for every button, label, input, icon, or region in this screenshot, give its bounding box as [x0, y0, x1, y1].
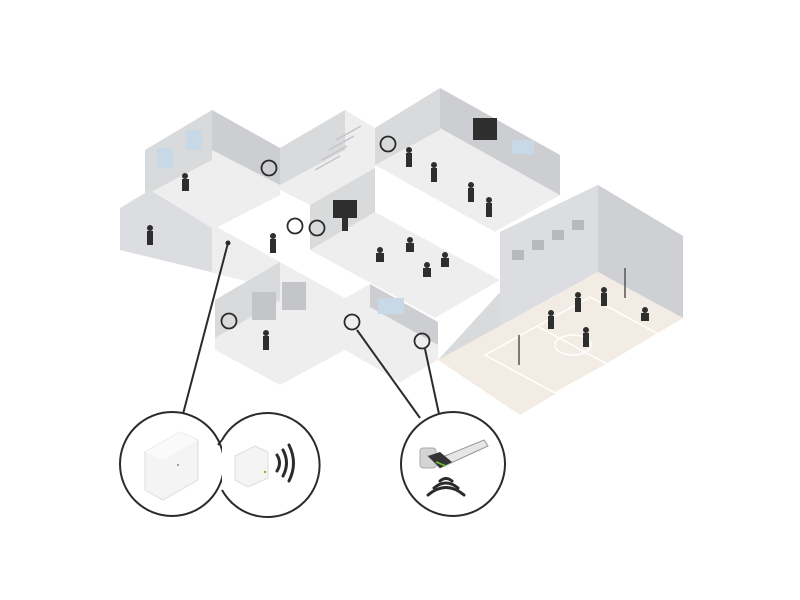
wireless-signal-icon [426, 477, 466, 497]
wireless-hub-icon [234, 445, 269, 488]
court-lines [483, 296, 662, 394]
door-marker[interactable] [260, 159, 278, 177]
controller-location-dot [225, 240, 231, 246]
people [548, 287, 649, 347]
callout-door-handle [400, 411, 506, 517]
callout-wireless-hub [217, 412, 321, 518]
door-marker[interactable] [220, 312, 238, 330]
main-building [120, 88, 560, 385]
callout-controller [119, 411, 225, 517]
gym-floor [438, 272, 683, 415]
wireless-door-handle-icon [419, 439, 489, 469]
door-marker[interactable] [379, 135, 397, 153]
gym [438, 185, 683, 415]
door-marker[interactable] [286, 217, 304, 235]
people [147, 147, 492, 350]
controller-box-icon [144, 431, 199, 501]
callout-lines [182, 242, 440, 419]
wireless-signal-icon [275, 443, 295, 483]
door-marker[interactable] [413, 332, 431, 350]
door-marker[interactable] [308, 219, 326, 237]
door-marker[interactable] [343, 313, 361, 331]
gym-side-wall [598, 185, 683, 318]
